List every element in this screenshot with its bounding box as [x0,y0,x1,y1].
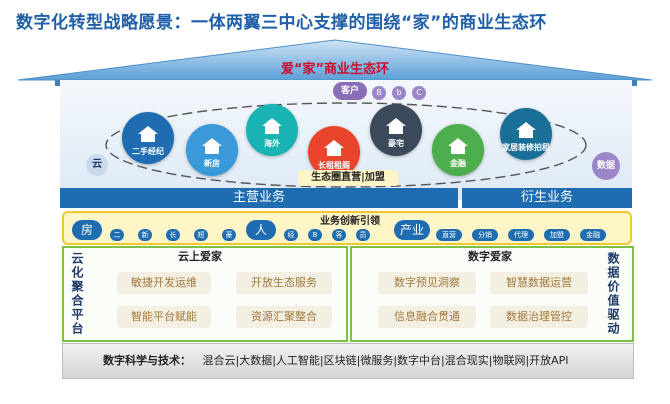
tech-footer-items: 混合云|大数据|人工智能|区块链|微服务|数字中台|混合现实|物联网|开放API [202,354,569,367]
innovation-head-people: 人 [246,220,276,240]
tech-footer: 数字科学与技术： 混合云|大数据|人工智能|区块链|微服务|数字中台|混合现实|… [62,343,634,379]
innovation-tag: 直营 [436,229,462,241]
house-icon [202,138,222,154]
feature-item: 智慧数据运营 [490,272,588,294]
feature-item: 开放生态服务 [236,272,332,294]
feature-item: 资源汇聚整合 [236,306,332,328]
feature-item: 信息融合贯通 [378,306,476,328]
ecosystem-node-0: 二手经纪 [122,112,174,164]
innovation-tag: 豪 [222,229,236,241]
innovation-head-house: 房 [72,220,102,240]
house-icon [386,118,406,134]
feature-item: 数字预见洞察 [378,272,476,294]
innovation-head-industry: 产业 [394,220,430,240]
roof-title: 爱“家”商业生态环 [280,62,390,77]
customer-badge: 客户 [333,82,367,100]
ecosystem-node-1: 新房 [186,124,238,176]
derived-business-bar: 衍生业务 [462,188,632,208]
customer-chip-b: b [392,86,406,100]
innovation-tag: 加盟 [544,229,570,241]
customer-chip-B: B [372,86,386,100]
innovation-tag: 客 [332,229,346,241]
ecosystem-loop [105,102,587,188]
customer-chip-C: C [412,86,426,100]
feature-item: 敏捷开发运维 [117,272,211,294]
house-icon [448,138,468,154]
house-icon [324,140,344,156]
house-icon [262,118,282,134]
main-business-bar: 主营业务 [60,188,458,208]
innovation-tag: 金融 [580,229,606,241]
data-value-side-label: 数据价值驱动 [606,252,620,336]
ecosystem-node-6: 家居装修拍租 [500,108,552,160]
innovation-title: 业务创新引领 [320,216,380,227]
ecosystem-label: 生态圈直营|加盟 [298,170,398,186]
ecosystem-node-3: 长租租阁 [308,126,360,178]
innovation-tag: 分销 [472,229,498,241]
house-icon [138,126,158,142]
innovation-tag: 经 [284,229,298,241]
innovation-tag: 长 [166,229,180,241]
innovation-tag: 短 [194,229,208,241]
feature-item: 数据治理管控 [490,306,588,328]
ecosystem-node-2: 海外 [246,104,298,156]
cloud-platform-title: 云上爱家 [178,250,222,263]
innovation-tag: B [308,229,322,241]
innovation-tag: 代理 [508,229,534,241]
innovation-tag: 二 [110,229,124,241]
innovation-tag: 员 [356,229,370,241]
innovation-tag: 新 [138,229,152,241]
data-value-title: 数字爱家 [468,250,512,263]
cloud-badge: 云 [86,154,108,176]
innovation-band [62,211,632,245]
ecosystem-node-label: 二手经纪 [132,147,164,156]
ecosystem-node-label: 新房 [204,159,220,168]
data-badge: 数据 [592,152,620,180]
house-icon [516,122,536,138]
ecosystem-node-label: 豪宅 [388,139,404,148]
feature-item: 智能平台赋能 [117,306,211,328]
ecosystem-node-label: 海外 [264,139,280,148]
page-title: 数字化转型战略愿景：一体两翼三中心支撑的围绕“家”的商业生态环 [16,13,547,33]
ecosystem-node-label: 金融 [450,159,466,168]
tech-footer-label: 数字科学与技术： [103,354,191,367]
ecosystem-node-label: 长租租阁 [318,161,350,170]
ecosystem-node-label: 家居装修拍租 [502,143,550,152]
cloud-platform-side-label: 云化聚合平台 [70,252,84,336]
ecosystem-node-4: 豪宅 [370,104,422,156]
ecosystem-node-5: 金融 [432,124,484,176]
